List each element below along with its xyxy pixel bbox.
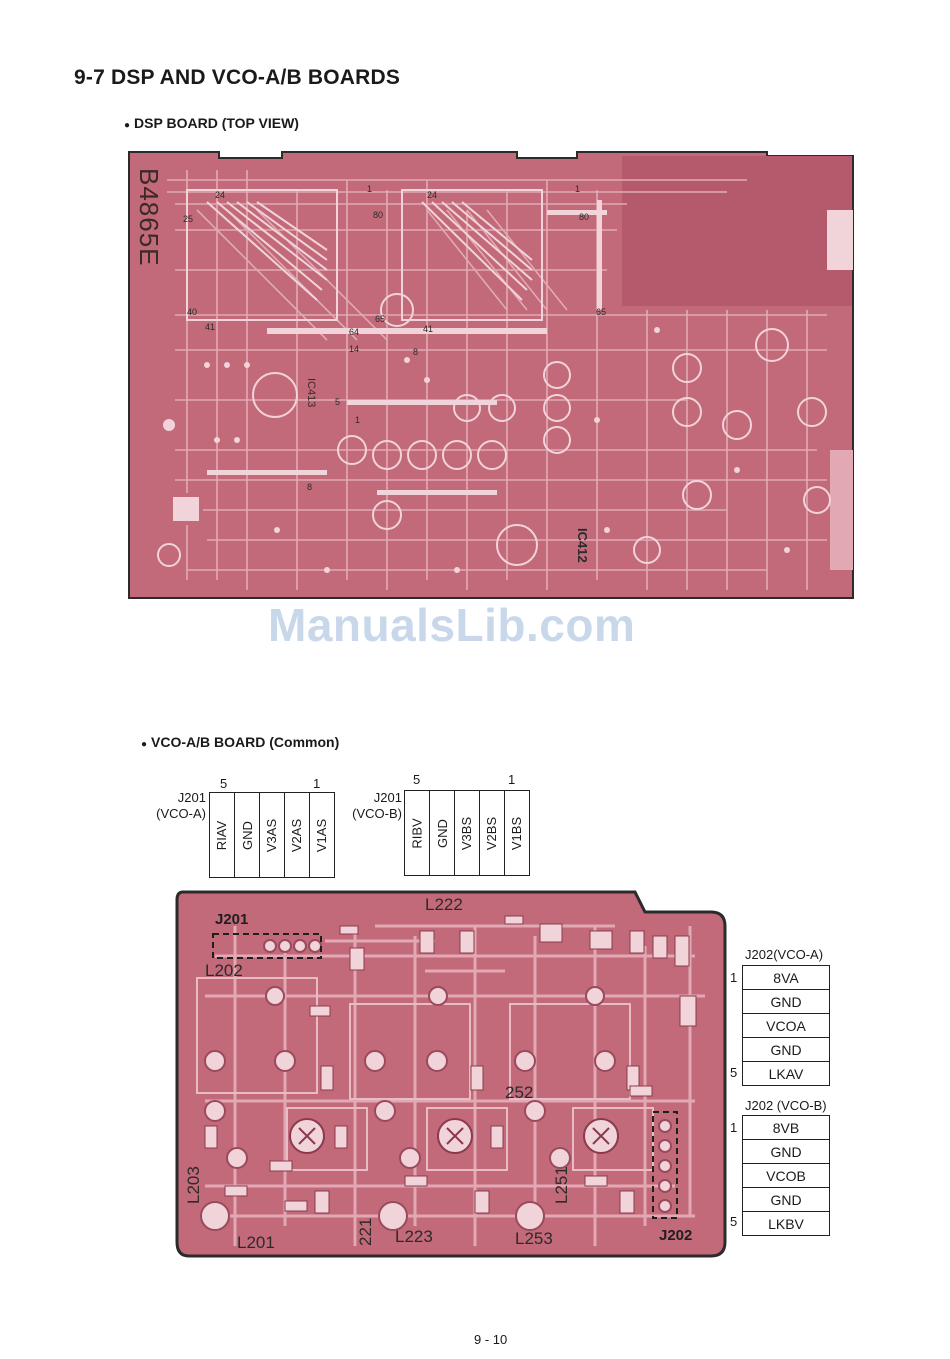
j202-vco-a-pin-first: 1 xyxy=(730,970,738,985)
j202-vco-b-pin-first: 1 xyxy=(730,1120,738,1135)
svg-text:5: 5 xyxy=(335,397,340,407)
pin-cell: GND xyxy=(235,793,260,877)
pin-row: LKBV xyxy=(768,1215,804,1232)
silk-l251: L251 xyxy=(552,1166,571,1204)
silk-l203: L203 xyxy=(184,1166,203,1204)
pin-label: V2AS xyxy=(289,818,305,852)
silk-l223: L223 xyxy=(395,1227,433,1246)
svg-text:8: 8 xyxy=(413,347,418,357)
watermark: ManualsLib.com xyxy=(268,599,636,651)
silk-l221: 221 xyxy=(356,1218,375,1246)
svg-text:14: 14 xyxy=(349,344,359,354)
pin-row: VCOB xyxy=(743,1164,829,1188)
pin-cell: V2AS xyxy=(285,793,310,877)
svg-text:80: 80 xyxy=(579,212,589,222)
silk-j202: J202 xyxy=(659,1227,692,1244)
bullet-icon: ● xyxy=(141,739,148,750)
j202-vco-a-pin-table: 8VA GND VCOA GND LKAV xyxy=(742,965,830,1086)
svg-text:41: 41 xyxy=(205,322,215,332)
pin-label: V2BS xyxy=(484,816,500,850)
pin-cell: V2BS xyxy=(480,791,505,875)
j201-vco-a-label-line2: (VCO-A) xyxy=(156,806,206,821)
silk-l222: L222 xyxy=(425,895,463,914)
j202-vco-a-pin-last: 5 xyxy=(730,1065,738,1080)
pin-cell: RIBV xyxy=(405,791,430,875)
j202-vco-b-pin-table: 8VB GND VCOB GND LKBV xyxy=(742,1115,830,1236)
j202-vco-b-pin-last: 5 xyxy=(730,1214,738,1229)
svg-text:65: 65 xyxy=(596,307,606,317)
j202-vco-a-title: J202(VCO-A) xyxy=(745,947,824,962)
pin-cell: RIAV xyxy=(210,793,235,877)
j201-vco-a-pin-first: 5 xyxy=(220,776,228,791)
svg-text:41: 41 xyxy=(423,324,433,334)
pin-label: GND xyxy=(434,818,450,848)
j201-vco-a-pin-table: RIAV GND V3AS V2AS V1AS xyxy=(209,792,335,878)
pin-row: LKAV xyxy=(768,1065,804,1082)
pin-label: V3AS xyxy=(264,818,280,852)
silk-l252: 252 xyxy=(505,1083,533,1102)
pin-row: 8VA xyxy=(743,966,829,990)
dsp-board-subheading-text: DSP BOARD (TOP VIEW) xyxy=(134,115,299,131)
svg-text:1: 1 xyxy=(367,184,372,194)
pin-row: VCOA xyxy=(743,1014,829,1038)
pin-row: GND xyxy=(743,1140,829,1164)
dsp-board-id: B4865E xyxy=(134,168,164,267)
vco-board-subheading: ●VCO-A/B BOARD (Common) xyxy=(141,734,339,750)
svg-text:24: 24 xyxy=(215,190,225,200)
j201-vco-b-label-line2: (VCO-B) xyxy=(352,806,402,821)
dsp-board-artwork: 24 1 80 25 40 41 64 24 1 80 41 65 65 14 8 5 8 1 xyxy=(128,151,854,599)
dsp-board-diagram: 24 1 80 25 40 41 64 24 1 80 41 65 65 14 8 5 8 1 xyxy=(127,150,855,600)
pin-cell: GND xyxy=(430,791,455,875)
pin-cell: V1AS xyxy=(310,793,334,877)
pin-row: GND xyxy=(743,1038,829,1062)
pin-label: V1AS xyxy=(314,818,330,852)
j201-vco-a-pin-last: 1 xyxy=(313,776,321,791)
pin-cell: V3AS xyxy=(260,793,285,877)
svg-text:80: 80 xyxy=(373,210,383,220)
silk-j201: J201 xyxy=(215,911,248,928)
pin-row: GND xyxy=(743,1188,829,1212)
pin-cell: V3BS xyxy=(455,791,480,875)
vco-board-artwork: J201 J202 L202 L201 L223 L253 L222 252 L… xyxy=(175,890,727,1258)
vco-board-diagram: J201 J202 L202 L201 L223 L253 L222 252 L… xyxy=(175,886,727,1258)
pin-label: RIBV xyxy=(409,817,425,849)
pin-label: V1BS xyxy=(509,816,525,850)
svg-text:25: 25 xyxy=(183,214,193,224)
pin-cell: V1BS xyxy=(505,791,529,875)
dsp-board-subheading: ●DSP BOARD (TOP VIEW) xyxy=(124,115,299,131)
section-title: 9-7 DSP AND VCO-A/B BOARDS xyxy=(74,66,401,89)
j201-vco-b-label-line1: J201 xyxy=(373,790,402,805)
j201-vco-b-pin-last: 1 xyxy=(508,772,516,787)
dsp-chip-label: IC413 xyxy=(305,378,317,408)
pin-label: GND xyxy=(239,820,255,850)
svg-text:64: 64 xyxy=(349,327,359,337)
pin-label: RIAV xyxy=(214,820,230,850)
page-number: 9 - 10 xyxy=(474,1332,508,1347)
j201-vco-a-label-line1: J201 xyxy=(177,790,206,805)
j202-vco-b-title: J202 (VCO-B) xyxy=(745,1098,827,1113)
bullet-icon: ● xyxy=(124,120,131,131)
j201-vco-a-label: J201 (VCO-A) xyxy=(140,790,206,822)
pin-label: V3BS xyxy=(459,816,475,850)
j201-vco-b-pin-first: 5 xyxy=(413,772,421,787)
silk-l253: L253 xyxy=(515,1229,553,1248)
vco-board-subheading-text: VCO-A/B BOARD (Common) xyxy=(151,734,340,750)
j201-vco-b-pin-table: RIBV GND V3BS V2BS V1BS xyxy=(404,790,530,876)
j201-vco-b-label: J201 (VCO-B) xyxy=(336,790,402,822)
pin-row: GND xyxy=(743,990,829,1014)
svg-text:8: 8 xyxy=(307,482,312,492)
svg-text:1: 1 xyxy=(355,415,360,425)
pin-row: 8VB xyxy=(743,1116,829,1140)
silk-l202: L202 xyxy=(205,961,243,980)
svg-text:1: 1 xyxy=(575,184,580,194)
svg-text:40: 40 xyxy=(187,307,197,317)
silk-l201: L201 xyxy=(237,1233,275,1252)
svg-text:65: 65 xyxy=(375,314,385,324)
dsp-ic-label: IC412 xyxy=(575,528,590,563)
svg-text:24: 24 xyxy=(427,190,437,200)
